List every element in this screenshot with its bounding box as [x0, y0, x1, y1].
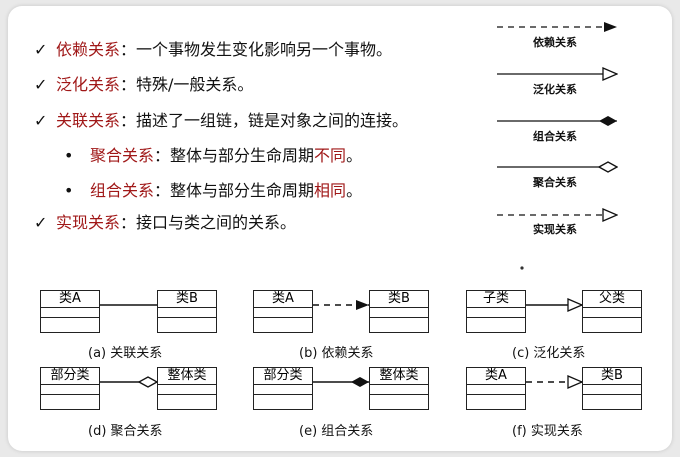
caption-c: (c) 泛化关系 [512, 346, 586, 361]
term-dependency: 依赖关系 [56, 40, 121, 59]
caption-d: (d) 聚合关系 [88, 424, 163, 439]
legend-label-composition: 组合关系 [533, 130, 577, 143]
emph-composition: 相同 [314, 181, 347, 200]
legend-label-dependency: 依赖关系 [533, 36, 577, 49]
bullet-icon: • [64, 146, 74, 165]
class-box-c-right: 父类 [582, 290, 642, 333]
class-box-b-left: 类A [253, 290, 313, 333]
class-name: 类A [467, 368, 525, 385]
bullet-icon: • [64, 181, 74, 200]
class-box-d-left: 部分类 [40, 367, 100, 410]
term-realization: 实现关系 [56, 213, 121, 232]
slide-card [8, 6, 672, 451]
class-name: 子类 [467, 291, 525, 308]
class-name: 整体类 [370, 368, 428, 385]
desc-generalization: 特殊/一般关系。 [136, 75, 254, 94]
class-box-e-right: 整体类 [369, 367, 429, 410]
caption-e: (e) 组合关系 [299, 424, 374, 439]
desc-realization: 接口与类之间的关系。 [136, 213, 297, 232]
class-name: 类B [583, 368, 641, 385]
caption-b: (b) 依赖关系 [299, 346, 374, 361]
class-box-c-left: 子类 [466, 290, 526, 333]
class-box-f-right: 类B [582, 367, 642, 410]
definition-generalization: ✓泛化关系：特殊/一般关系。 [34, 75, 254, 94]
class-box-d-right: 整体类 [157, 367, 217, 410]
legend-label-aggregation: 聚合关系 [533, 176, 577, 189]
definition-realization: ✓实现关系：接口与类之间的关系。 [34, 213, 297, 232]
class-name: 类B [370, 291, 428, 308]
term-association: 关联关系 [56, 111, 121, 130]
desc-association: 描述了一组链，链是对象之间的连接。 [136, 111, 409, 130]
check-icon: ✓ [34, 111, 48, 130]
definition-aggregation: •聚合关系：整体与部分生命周期不同。 [64, 146, 363, 165]
class-box-e-left: 部分类 [253, 367, 313, 410]
check-icon: ✓ [34, 75, 48, 94]
class-box-f-left: 类A [466, 367, 526, 410]
term-generalization: 泛化关系 [56, 75, 121, 94]
class-name: 类B [158, 291, 216, 308]
class-box-a-left: 类A [40, 290, 100, 333]
class-name: 部分类 [254, 368, 312, 385]
stray-dot [520, 266, 524, 270]
check-icon: ✓ [34, 213, 48, 232]
class-name: 父类 [583, 291, 641, 308]
definition-dependency: ✓依赖关系：一个事物发生变化影响另一个事物。 [34, 40, 393, 59]
class-name: 部分类 [41, 368, 99, 385]
term-aggregation: 聚合关系 [90, 146, 155, 165]
desc-dependency: 一个事物发生变化影响另一个事物。 [136, 40, 393, 59]
class-name: 类A [41, 291, 99, 308]
class-name: 整体类 [158, 368, 216, 385]
class-box-a-right: 类B [157, 290, 217, 333]
legend-label-generalization: 泛化关系 [533, 83, 577, 96]
check-icon: ✓ [34, 40, 48, 59]
emph-aggregation: 不同 [314, 146, 347, 165]
class-box-b-right: 类B [369, 290, 429, 333]
definition-association: ✓关联关系：描述了一组链，链是对象之间的连接。 [34, 111, 409, 130]
legend-label-realization: 实现关系 [533, 223, 577, 236]
caption-a: (a) 关联关系 [88, 346, 163, 361]
caption-f: (f) 实现关系 [512, 424, 583, 439]
class-name: 类A [254, 291, 312, 308]
definition-composition: •组合关系：整体与部分生命周期相同。 [64, 181, 363, 200]
term-composition: 组合关系 [90, 181, 155, 200]
